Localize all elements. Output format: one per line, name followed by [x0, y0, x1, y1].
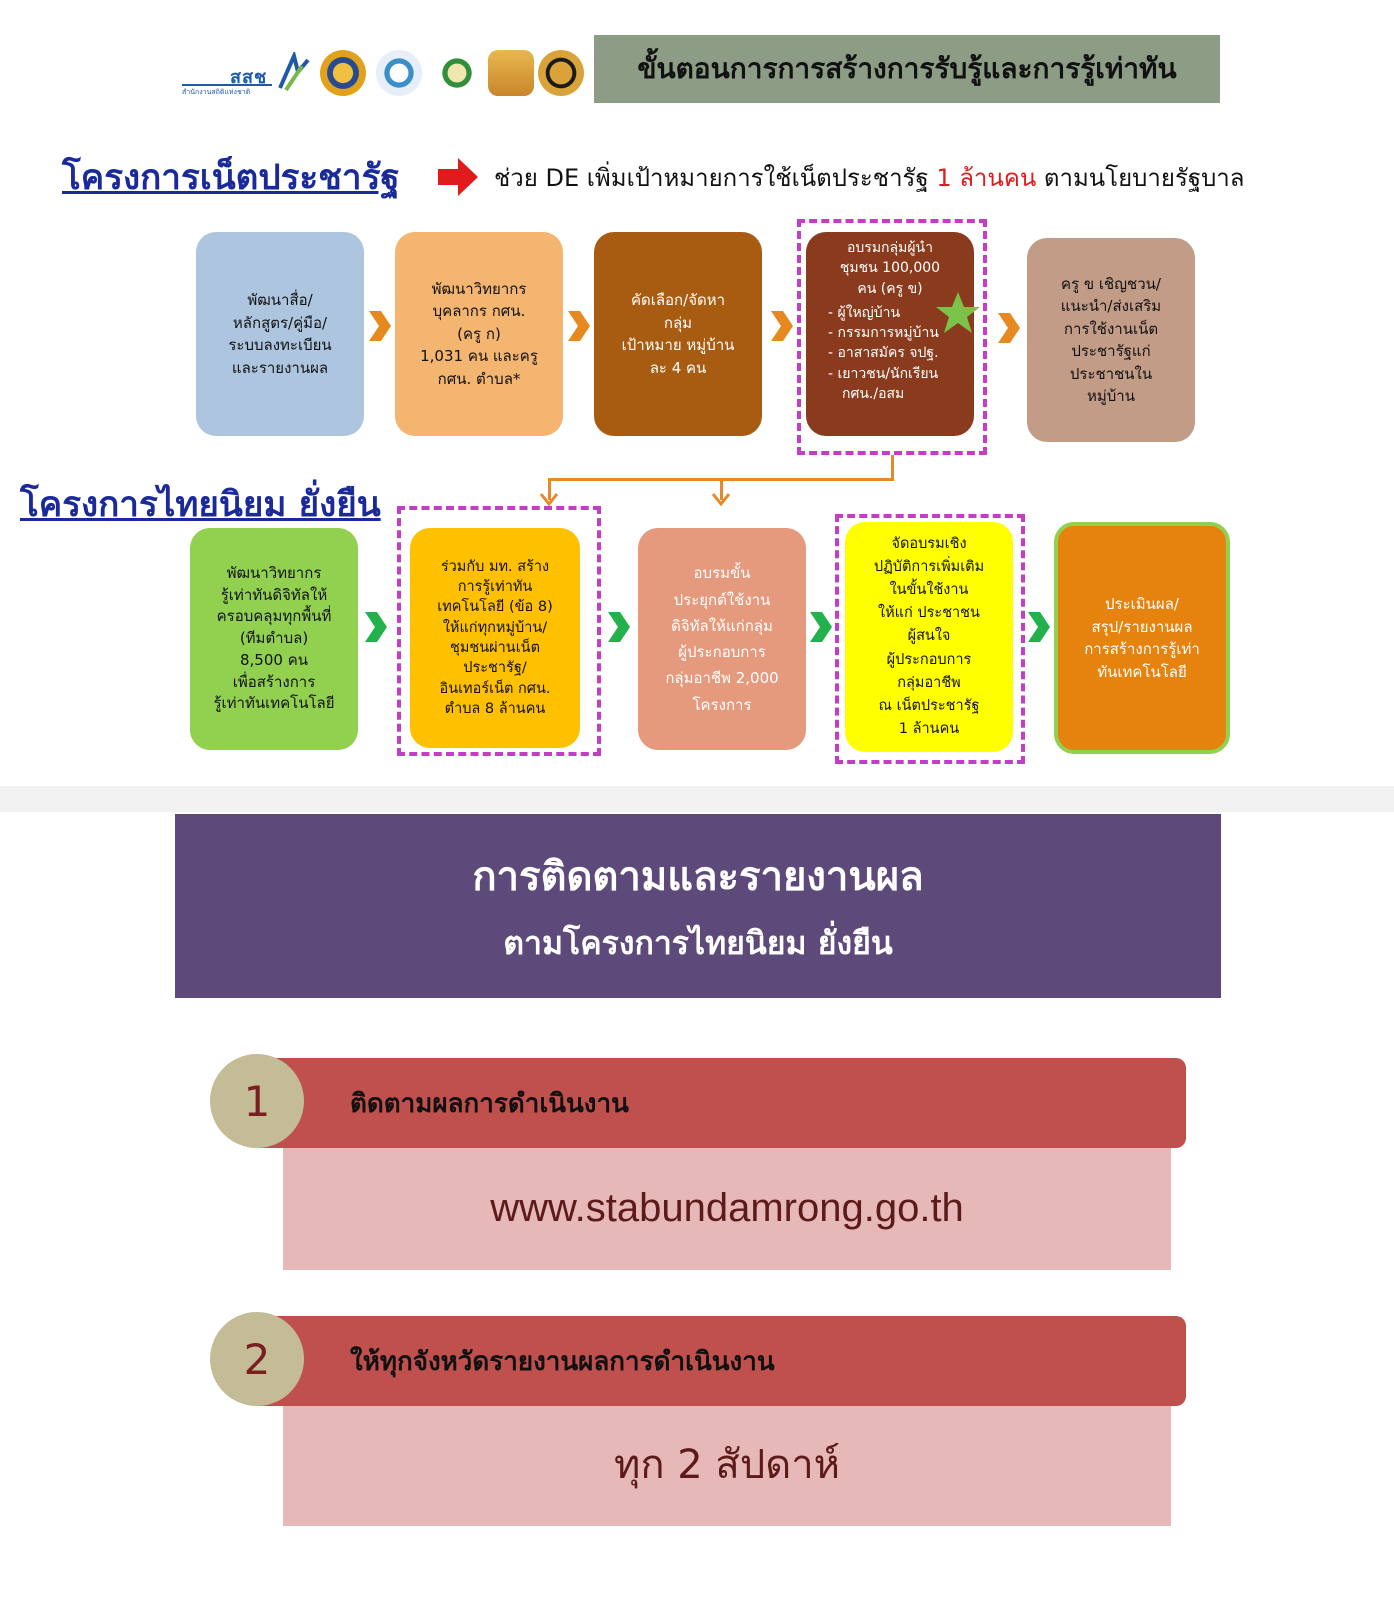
- seal-3-icon: [434, 50, 480, 96]
- project2-title: โครงการไทยนิยม ยั่งยืน: [20, 485, 381, 525]
- p2-step-4-highlight: [835, 514, 1025, 764]
- p2-step-3: อบรมขั้น ประยุกต์ใช้งาน ดิจิทัลให้แก่กลุ…: [638, 528, 806, 750]
- star-icon: [936, 292, 980, 333]
- p2-step-2: ร่วมกับ มท. สร้าง การรู้เท่าทัน เทคโนโลย…: [410, 528, 580, 748]
- monitoring-subtitle: ตามโครงการไทยนิยม ยั่งยืน: [503, 924, 893, 962]
- policy-highlight: 1 ล้านคน: [936, 164, 1037, 192]
- chevron-right-icon: [810, 612, 832, 642]
- monitor-item-1: ติดตามผลการดำเนินงาน: [250, 1058, 1186, 1148]
- nso-logo: สสช สำนักงานสถิติแห่งชาติ: [182, 62, 300, 96]
- chevron-right-icon: [369, 311, 391, 341]
- chevron-right-icon: [608, 612, 630, 642]
- report-frequency: ทุก 2 สัปดาห์: [613, 1442, 841, 1488]
- monitoring-title: การติดตามและรายงานผล: [472, 854, 924, 900]
- project1-title: โครงการเน็ตประชารัฐ: [62, 158, 400, 198]
- p2-step-1: พัฒนาวิทยากร รู้เท่าทันดิจิทัลให้ ครอบคล…: [190, 528, 358, 750]
- seal-1-icon: [320, 50, 366, 96]
- p2-step-5: ประเมินผล/ สรุป/รายงานผล การสร้างการรู้เ…: [1054, 522, 1230, 754]
- monitor-item-1-number: 1: [210, 1054, 304, 1148]
- monitor-item-1-detail: www.stabundamrong.go.th: [283, 1146, 1171, 1270]
- p2-step-2-highlight: [397, 506, 601, 756]
- monitoring-banner: การติดตามและรายงานผล ตามโครงการไทยนิยม ย…: [175, 814, 1221, 998]
- agency-logos: สสช สำนักงานสถิติแห่งชาติ: [182, 44, 592, 104]
- seal-4-icon: [488, 50, 534, 96]
- project1-policy: ช่วย DE เพิ่มเป้าหมายการใช้เน็ตประชารัฐ …: [494, 158, 1245, 197]
- right-arrow-icon: [438, 158, 478, 196]
- website-url: www.stabundamrong.go.th: [490, 1185, 964, 1230]
- seal-5-icon: [538, 50, 584, 96]
- nso-logo-mark-icon: [278, 52, 310, 92]
- connector: [720, 478, 723, 500]
- monitor-item-2-label: ให้ทุกจังหวัดรายงานผลการดำเนินงาน: [350, 1346, 775, 1377]
- p1-step-2: พัฒนาวิทยากร บุคลากร กศน. (ครู ก) 1,031 …: [395, 232, 563, 436]
- monitor-item-1-label: ติดตามผลการดำเนินงาน: [350, 1088, 629, 1119]
- monitor-item-2: ให้ทุกจังหวัดรายงานผลการดำเนินงาน: [250, 1316, 1186, 1406]
- arrow-down-icon: [711, 493, 731, 506]
- chevron-right-icon: [365, 612, 387, 642]
- chevron-right-icon: [771, 311, 793, 341]
- p1-step-3: คัดเลือก/จัดหา กลุ่ม เป้าหมาย หมู่บ้าน ล…: [594, 232, 762, 436]
- p1-step-5: ครู ข เชิญชวน/ แนะนำ/ส่งเสริม การใช้งานเ…: [1027, 238, 1195, 442]
- header-title: ขั้นตอนการการสร้างการรับรู้และการรู้เท่า…: [594, 35, 1220, 103]
- nso-logo-sub: สำนักงานสถิติแห่งชาติ: [182, 88, 251, 96]
- connector: [548, 478, 551, 500]
- nso-logo-abbr: สสช: [230, 67, 268, 88]
- p2-step-4: จัดอบรมเชิง ปฏิบัติการเพิ่มเติม ในขั้นใช…: [845, 522, 1013, 752]
- p1-step-4-highlight: [797, 219, 987, 455]
- seal-2-icon: [376, 50, 422, 96]
- policy-before: ช่วย DE เพิ่มเป้าหมายการใช้เน็ตประชารัฐ: [494, 164, 929, 192]
- monitor-item-2-number: 2: [210, 1312, 304, 1406]
- chevron-right-icon: [568, 311, 590, 341]
- connector: [891, 455, 894, 480]
- p1-step-1: พัฒนาสื่อ/ หลักสูตร/คู่มือ/ ระบบลงทะเบีย…: [196, 232, 364, 436]
- policy-after: ตามนโยบายรัฐบาล: [1043, 164, 1245, 192]
- arrow-down-icon: [539, 493, 559, 506]
- chevron-right-icon: [1028, 612, 1050, 642]
- p1-step-4: อบรมกลุ่มผู้นำ ชุมชน 100,000 คน (ครู ข) …: [806, 232, 974, 436]
- monitor-item-2-detail: ทุก 2 สัปดาห์: [283, 1402, 1171, 1526]
- chevron-right-icon: [998, 313, 1020, 343]
